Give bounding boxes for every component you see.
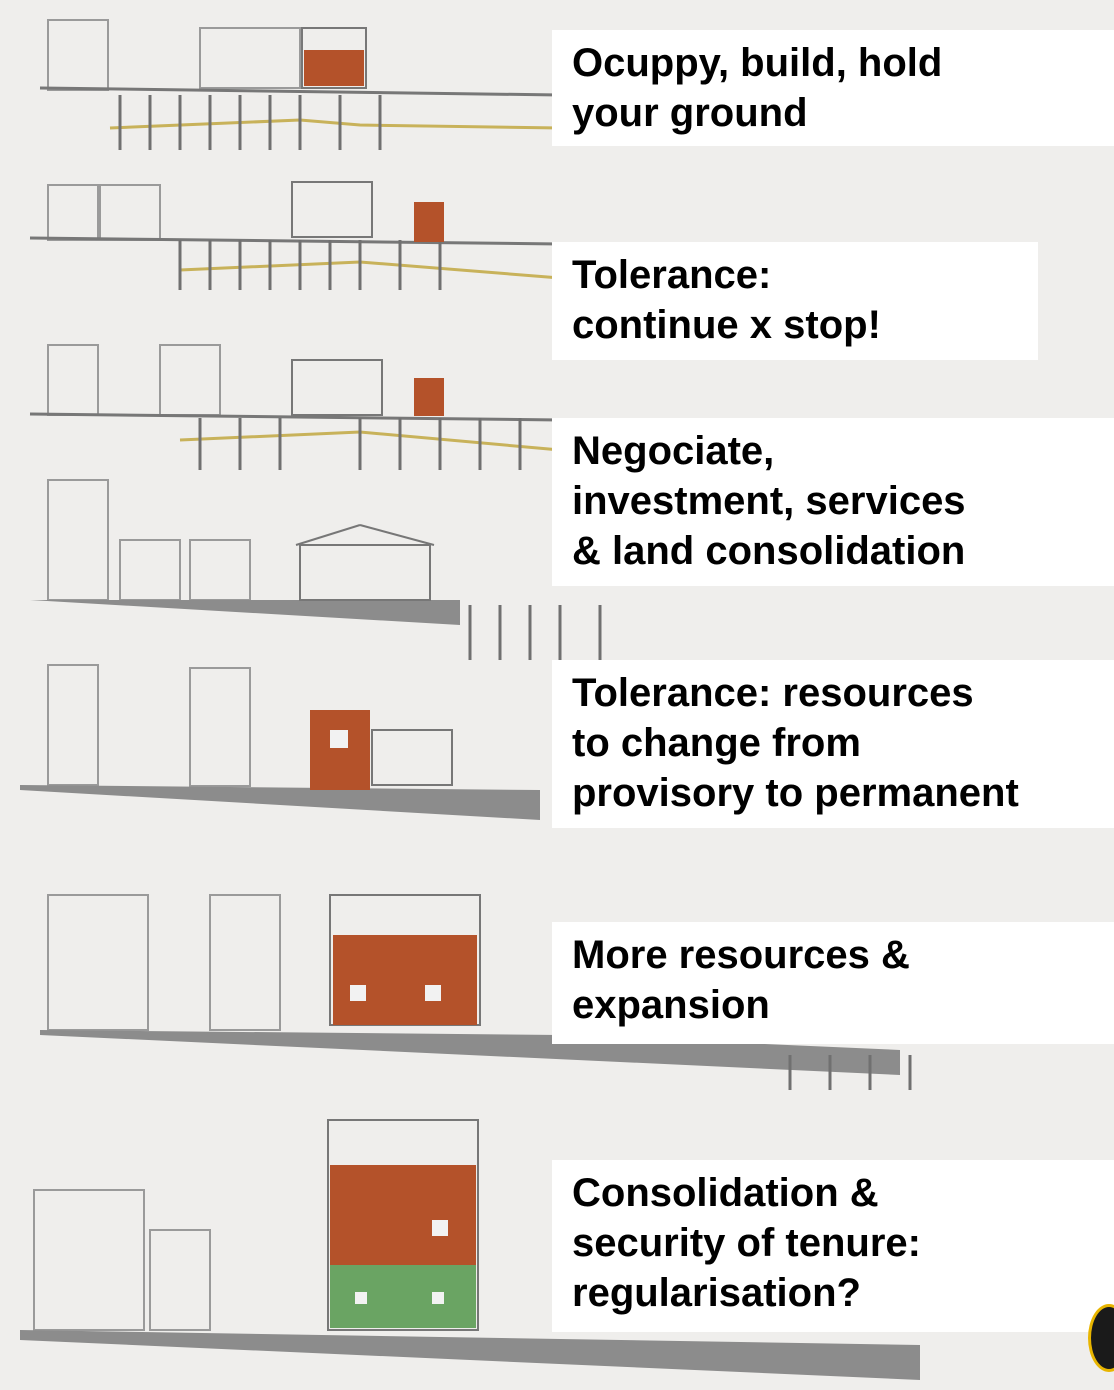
water-line [179, 430, 561, 452]
stage-5-caption: More resources & expansion [552, 922, 1114, 1044]
stage-1-drawing [39, 19, 561, 150]
annex-wall [414, 202, 444, 242]
stilts [178, 240, 442, 290]
stage-3-caption: Negociate, investment, services & land c… [552, 418, 1114, 586]
stage-1-caption: Ocuppy, build, hold your ground [552, 30, 1114, 146]
background-building-outline [159, 344, 221, 416]
stilts [468, 605, 602, 660]
ground-slab [30, 600, 460, 625]
stilts [198, 418, 522, 470]
stage-4-drawing [30, 479, 602, 660]
background-building-outline [33, 1189, 145, 1331]
brick-house [310, 710, 370, 790]
background-building-outline [189, 667, 251, 787]
background-building-outline [209, 894, 281, 1031]
ground-line [29, 412, 561, 422]
stage-7-drawing [20, 1119, 920, 1380]
stage-6-caption: Consolidation & security of tenure: regu… [552, 1160, 1114, 1332]
stage-3-drawing [29, 344, 561, 470]
green-ground-floor [330, 1265, 476, 1328]
window [432, 1292, 444, 1304]
ground-slab [20, 785, 540, 820]
stage-2-caption: Tolerance: continue x stop! [552, 242, 1038, 360]
background-building-outline [199, 27, 301, 89]
shack-outline [291, 181, 373, 238]
background-building-outline [47, 894, 149, 1031]
background-building-outline [47, 184, 99, 241]
stage-5-drawing [20, 664, 540, 820]
water-line [109, 118, 561, 130]
brick-walls [330, 1165, 476, 1265]
background-building-outline [149, 1229, 211, 1331]
shack-outline [371, 729, 453, 786]
shack-outline [301, 27, 367, 89]
roof [295, 524, 361, 546]
window [355, 1292, 367, 1304]
stilts [118, 95, 382, 150]
ground-line [29, 236, 561, 246]
shack-outline [291, 359, 383, 416]
roof [359, 524, 435, 546]
shack-wall [304, 50, 364, 86]
background-building-outline [47, 344, 99, 416]
house-outline [299, 544, 431, 601]
window [330, 730, 348, 748]
background-building-outline [47, 479, 109, 601]
background-building-outline [47, 664, 99, 786]
background-building-outline [47, 19, 109, 91]
window [350, 985, 366, 1001]
window [432, 1220, 448, 1236]
stilts [788, 1055, 912, 1090]
window [425, 985, 441, 1001]
annex-wall [414, 378, 444, 416]
ground-line [39, 86, 561, 97]
stage-2-drawing [29, 181, 561, 290]
ground-slab [20, 1330, 920, 1380]
background-building-outline [119, 539, 181, 601]
brick-walls [333, 935, 477, 1025]
stage-4-caption: Tolerance: resources to change from prov… [552, 660, 1114, 828]
background-building-outline [189, 539, 251, 601]
water-line [179, 260, 561, 280]
house-frame [327, 1119, 479, 1331]
background-building-outline [99, 184, 161, 241]
